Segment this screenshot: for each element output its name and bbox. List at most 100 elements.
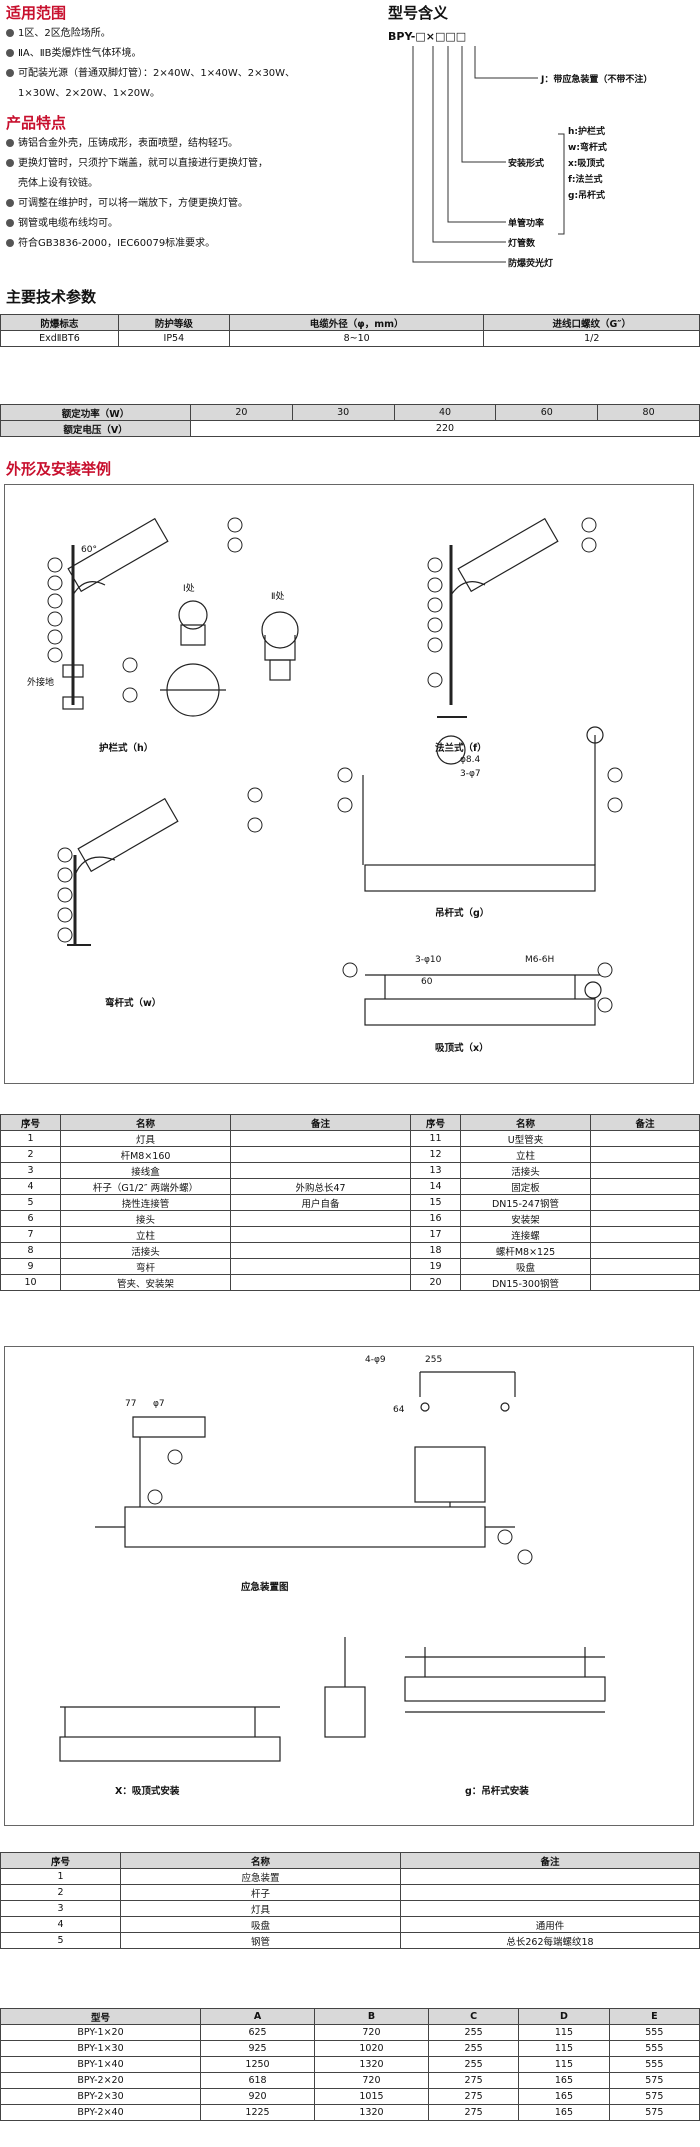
dims-cell: BPY-1×20: [0, 2024, 202, 2041]
dim-phi84: φ8.4: [460, 755, 481, 765]
parts-cell: 8: [0, 1242, 61, 1259]
parts-cell: [590, 1226, 700, 1243]
dims-cell: 255: [427, 2040, 520, 2057]
bullet-icon: [6, 69, 14, 77]
caption-x-install: X：吸顶式安装: [115, 1786, 180, 1797]
model-label-install: 安装形式: [508, 159, 545, 169]
install-type: h:护栏式: [568, 127, 606, 137]
model-label-power: 单管功率: [508, 219, 545, 229]
parts2-cell: 5: [0, 1932, 121, 1949]
caption-h: 护栏式（h）: [99, 743, 154, 754]
parts-cell: [230, 1146, 411, 1163]
parts-cell: 外购总长47: [230, 1178, 411, 1195]
dims-cell: 575: [608, 2088, 700, 2105]
parts2-cell: 1: [0, 1868, 121, 1885]
parts-cell: 18: [410, 1242, 461, 1259]
model-label-name: 防爆荧光灯: [508, 259, 554, 269]
params-cell: 1/2: [483, 330, 700, 347]
parts-cell: 4: [0, 1178, 61, 1195]
install-drawing-svg: [47, 517, 623, 1026]
parts-cell: [230, 1274, 411, 1291]
emergency-drawing: 应急装置图 255 64 4-φ9 77 φ7 X：吸顶式安装 g：吊杆式安装: [4, 1346, 694, 1826]
power-cell: 20: [190, 404, 293, 421]
parts-cell: 14: [410, 1178, 461, 1195]
bent-lamp: [67, 797, 179, 946]
parts2-cell: [400, 1900, 700, 1917]
power-table-wrap: 额定功率（W） 20 30 40 60 80 额定电压（V） 220: [0, 404, 700, 437]
parts-cell: [230, 1226, 411, 1243]
power-cell: 80: [597, 404, 700, 421]
power-cell: 60: [495, 404, 599, 421]
parts-cell: 杆M8×160: [60, 1146, 231, 1163]
bullet-icon: [6, 29, 14, 37]
params-cell: ExdⅡBT6: [0, 330, 119, 347]
guardrail-lamp: [62, 517, 169, 710]
params-table: 防爆标志 防护等级 电缆外径（φ，mm） 进线口螺纹（G″） ExdⅡBT6 I…: [0, 314, 700, 347]
dims-header: 型号: [0, 2008, 202, 2025]
parts-cell: 3: [0, 1162, 61, 1179]
parts2-cell: 应急装置: [120, 1868, 401, 1885]
dims-cell: 275: [427, 2104, 520, 2121]
parts-cell: 固定板: [460, 1178, 591, 1195]
install-type: g:吊杆式: [568, 191, 606, 201]
leader-line-count: [432, 46, 506, 243]
voltage-cell: 220: [190, 420, 700, 437]
parts-cell: 11: [410, 1130, 461, 1147]
parts2-cell: [400, 1884, 700, 1901]
parts-cell: 16: [410, 1210, 461, 1227]
parts-cell: [590, 1146, 700, 1163]
feature-item: 铸铝合金外壳，压铸成形，表面喷塑，结构轻巧。: [6, 134, 376, 154]
parts-cell: 15: [410, 1194, 461, 1211]
parts2-cell: 4: [0, 1916, 121, 1933]
dims-cell: BPY-2×20: [0, 2072, 202, 2089]
clamp-detail-ii: [261, 611, 299, 681]
install-type: f:法兰式: [568, 175, 603, 185]
parts2-cell: 杆子: [120, 1884, 401, 1901]
dims-cell: 165: [518, 2072, 610, 2089]
dims-header: C: [427, 2008, 520, 2025]
parts-cell: 用户自备: [230, 1194, 411, 1211]
bullet-icon: [6, 199, 14, 207]
parts-cell: 螺杆M8×125: [460, 1242, 591, 1259]
parts-cell: [590, 1194, 700, 1211]
applicable-list: 1区、2区危险场所。 ⅡA、ⅡB类爆炸性气体环境。 可配装光源（普通双脚灯管）：…: [6, 24, 366, 104]
caption-f: 法兰式（f）: [435, 743, 487, 754]
dim-60: 60: [421, 977, 433, 987]
parts-cell: 活接头: [460, 1162, 591, 1179]
model-label-count: 灯管数: [508, 239, 536, 249]
feature-item: 壳体上设有铰链。: [18, 178, 98, 189]
dims-cell: 555: [608, 2040, 700, 2057]
model-code-diagram: [412, 46, 565, 263]
parts-cell: 2: [0, 1146, 61, 1163]
install-drawing: 护栏式（h） 法兰式（f） 吊杆式（g） 弯杆式（w） 吸顶式（x） Ⅰ处 Ⅱ处…: [4, 484, 694, 1084]
applicable-title: 适用范围: [6, 4, 67, 22]
dims-cell: 1320: [313, 2056, 429, 2073]
parts2-header: 序号: [0, 1852, 121, 1869]
params-table-wrap: 防爆标志 防护等级 电缆外径（φ，mm） 进线口螺纹（G″） ExdⅡBT6 I…: [0, 314, 700, 347]
dim-m6: M6-6H: [525, 955, 555, 965]
params-cell: 8~10: [228, 330, 485, 347]
parts-cell: 20: [410, 1274, 461, 1291]
parts2-cell: 钢管: [120, 1932, 401, 1949]
dims-cell: 618: [200, 2072, 315, 2089]
parts-cell: 6: [0, 1210, 61, 1227]
power-label: 额定功率（W）: [0, 404, 191, 421]
dims-cell: 165: [518, 2088, 610, 2105]
params-header: 电缆外径（φ，mm）: [228, 314, 485, 331]
parts2-cell: 通用件: [400, 1916, 700, 1933]
leader-line-j: [474, 46, 538, 79]
applicable-item: 可配装光源（普通双脚灯管）：2×40W、1×40W、2×30W、: [6, 64, 366, 84]
parts-cell: DN15-247钢管: [460, 1194, 591, 1211]
